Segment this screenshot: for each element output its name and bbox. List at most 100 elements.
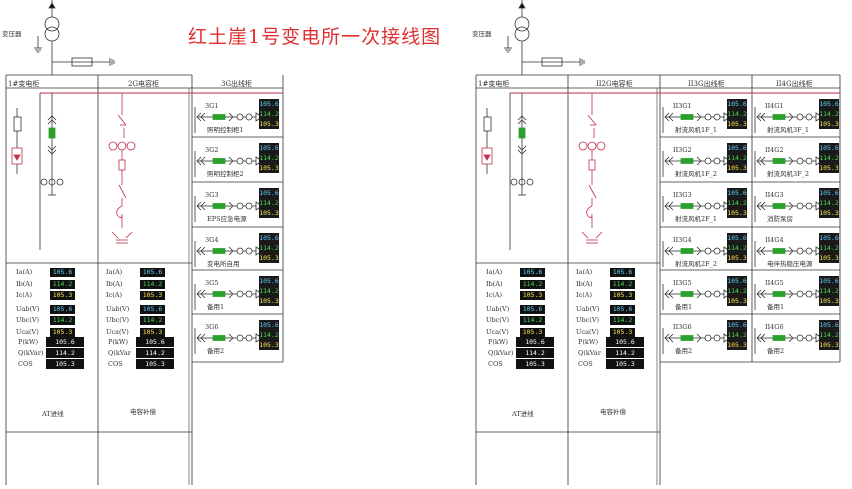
left-capacitor-meter-label-1: Ia(A) (106, 268, 123, 276)
right-incomer-meter-power-value-3: 105.3 (516, 359, 554, 369)
incomer-right (481, 93, 534, 250)
left-feeder-meter-1-value-2: 114.2 (259, 109, 279, 119)
feeder-symbol (756, 201, 823, 211)
right-incomer-meter-power-label-2: Q(kVar) (488, 349, 514, 357)
right-capacitor-meter-value-6: 105.3 (610, 327, 635, 337)
right-feeder-a-meter-2-value-3: 105.3 (727, 163, 747, 173)
right-incomer-meter-label-3: Ic(A) (486, 291, 502, 299)
right-capacitor-meter-label-5: Ubc(V) (576, 316, 600, 324)
right-incomer-meter-power-row-1: P(kW) 105.6 (488, 337, 554, 347)
right-incomer-meter-value-4: 105.6 (520, 304, 545, 314)
right-feeder-a-meter-5-value-2: 114.2 (727, 286, 747, 296)
right-feeder-b-meter-1-value-2: 114.2 (819, 109, 839, 119)
right-feeder-a-code-4: II3G4 (673, 236, 692, 244)
right-feeder-b-name-6: 备用2 (767, 347, 785, 355)
right-capacitor-meter-label-1: Ia(A) (576, 268, 593, 276)
left-capacitor-meter-label-3: Ic(A) (106, 291, 122, 299)
right-capacitor-meter-label-4: Uab(V) (576, 304, 600, 313)
left-capacitor-meter-power-value-3: 105.3 (136, 359, 174, 369)
right-feeder-a-meter-3-value-2: 114.2 (727, 198, 747, 208)
right-feeder-b-meter-4-value-3: 105.3 (819, 253, 839, 263)
right-feeder-a-meter-6-value-3: 105.3 (727, 340, 747, 350)
left-capacitor-meter-value-6: 105.3 (140, 327, 165, 337)
right-incomer-meter-power-value-1: 105.6 (516, 337, 554, 347)
right-capacitor-meter-power-value-2: 114.2 (606, 348, 644, 358)
left-capacitor-meter-power-value-1: 105.6 (136, 337, 174, 347)
right-incomer-meter-label-4: Uab(V) (486, 304, 510, 313)
right-incomer-meter-value-1: 105.6 (520, 268, 545, 277)
right-capacitor-meter-row-4: Uab(V) 105.6 (576, 304, 635, 314)
right-capacitor-meter-label-6: Uca(V) (576, 327, 599, 336)
left-feeder-meter-2-value-1: 105.6 (259, 143, 279, 153)
right-feeder-b-name-5: 备用1 (767, 303, 785, 311)
right-feeder-a-meter-2-value-1: 105.6 (727, 143, 747, 153)
header-1-right: 1#变电柜 (478, 80, 510, 88)
left-feeder-meter-5-value-2: 114.2 (259, 286, 279, 296)
header-2-right: II2G电容柜 (596, 80, 633, 88)
right-feeder-b-meter-5-value-1: 105.6 (819, 276, 839, 286)
left-incomer-meter-power-label-2: Q(kVar) (18, 349, 44, 357)
feeder-symbol (756, 333, 823, 343)
right-capacitor-meter-value-4: 105.6 (610, 304, 635, 314)
right-feeder-a-name-6: 备用2 (675, 347, 693, 355)
right-incomer-meter-power-label-1: P(kW) (488, 338, 509, 346)
right-feeder-a-code-1: II3G1 (673, 102, 692, 110)
left-feeder-name-3: EPS应急电源 (207, 215, 247, 223)
right-incomer-meter-row-3: Ic(A)105.3 (486, 291, 545, 300)
left-feeder-meter-4-value-1: 105.6 (259, 233, 279, 243)
right-capacitor-meter-power-label-3: COS (578, 360, 593, 368)
right-incomer-meter-value-5: 114.2 (520, 316, 545, 325)
right-feeder-b-meter-3-value-1: 105.6 (819, 188, 839, 198)
right-feeder-b-meter-2-value-2: 114.2 (819, 153, 839, 163)
right-capacitor-meter-label-3: Ic(A) (576, 291, 592, 299)
feeder-symbol (756, 112, 823, 122)
right-feeder-a-code-3: II3G3 (673, 191, 692, 199)
right-feeder-b-name-2: 射流风机3F_2 (767, 170, 810, 178)
left-capacitor-meter-row-1: Ia(A)105.6 (106, 268, 165, 277)
left-incomer-meter-label-1: Ia(A) (16, 268, 33, 276)
feeder-symbol (196, 201, 263, 211)
left-capacitor-meter-power-row-1: P(kW)105.6 (108, 337, 174, 347)
right-feeder-a-meter-2-value-2: 114.2 (727, 153, 747, 163)
right-feeder-a-meter-3-value-1: 105.6 (727, 188, 747, 198)
right-capacitor-meter-power-label-2: Q(kVar (578, 349, 601, 357)
right-capacitor-meter-row-5: Ubc(V)114.2 (576, 316, 635, 325)
right-capacitor-meter-row-6: Uca(V) 105.3 (576, 327, 635, 337)
right-feeder-b-meter-5-value-2: 114.2 (819, 286, 839, 296)
left-incomer-meter-power-label-1: P(kW) (18, 338, 39, 346)
right-incomer-meter-label-6: Uca(V) (486, 327, 509, 336)
left-feeder-name-2: 照明控制柜2 (207, 170, 244, 178)
right-feeder-b-meter-6-value-1: 105.6 (819, 320, 839, 330)
left-capacitor-meter-value-4: 105.6 (140, 304, 165, 314)
right-feeder-a-meter-6-value-2: 114.2 (727, 330, 747, 340)
right-feeder-b-code-5: II4G5 (765, 279, 784, 287)
right-feeder-b-meter-2-value-1: 105.6 (819, 143, 839, 153)
left-feeder-name-1: 照明控制柜1 (207, 126, 244, 134)
feeder-symbol (664, 289, 731, 299)
left-capacitor-meter-power-label-3: COS (108, 360, 123, 368)
right-feeder-b-meter-3-value-2: 114.2 (819, 198, 839, 208)
right-feeder-a-meter-6-value-1: 105.6 (727, 320, 747, 330)
left-feeder-name-5: 备用1 (207, 303, 225, 311)
right-incomer-meter-row-2: Ib(A)114.2 (486, 279, 545, 289)
right-incomer-meter-row-5: Ubc(V)114.2 (486, 316, 545, 325)
left-feeder-meter-1-value-1: 105.6 (259, 99, 279, 109)
right-cabinet-name-2: 电容补偿 (600, 408, 626, 416)
left-feeder-meter-3-value-1: 105.6 (259, 188, 279, 198)
right-incomer-meter-row-1: Ia(A)105.6 (486, 268, 545, 277)
cabinet-grid-left (5, 74, 284, 485)
left-feeder-code-3: 3G3 (205, 191, 219, 199)
